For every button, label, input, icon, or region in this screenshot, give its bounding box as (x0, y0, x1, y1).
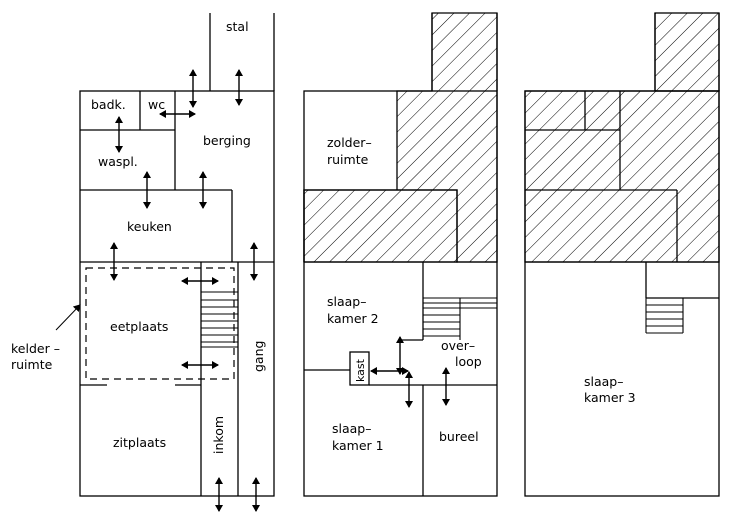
room-label-inkom: inkom (211, 416, 226, 454)
room-label-stal: stal (226, 19, 249, 34)
room-label-keuken: keuken (127, 219, 172, 234)
room-label-slaapkamer2-line2: kamer 2 (327, 311, 379, 326)
room-label-slaapkamer3-line2: kamer 3 (584, 390, 636, 405)
kelder-leader-arrow (55, 304, 81, 331)
room-label-slaapkamer1-line2: kamer 1 (332, 438, 384, 453)
room-label-zolderruimte-line1: zolder– (327, 135, 372, 150)
room-label-kelder-line1: kelder – (11, 341, 60, 356)
room-label-waspl: waspl. (98, 154, 138, 169)
room-label-bureel: bureel (439, 429, 479, 444)
room-label-gang: gang (251, 341, 266, 372)
room-label-slaapkamer2-line1: slaap– (327, 294, 367, 309)
circulation-arrows-first (370, 336, 450, 408)
room-label-overloop-line1: over– (441, 338, 475, 353)
ground-staircase (201, 291, 238, 348)
room-label-overloop-line2: loop (455, 354, 482, 369)
first-floor-plan: zolder– ruimte slaap– kamer 2 kast over–… (303, 12, 498, 497)
room-label-wc: wc (148, 97, 165, 112)
first-floor-staircase (423, 297, 497, 340)
room-label-zitplaats: zitplaats (113, 435, 166, 450)
attic-staircase (645, 298, 684, 334)
room-label-kelder-line2: ruimte (11, 357, 53, 372)
room-label-kast: kast (354, 358, 367, 382)
room-label-eetplaats: eetplaats (110, 319, 168, 334)
ground-floor-plan: stal badk. wc berging waspl. keuken eetp… (11, 13, 275, 512)
attic-floor-plan: slaap– kamer 3 (524, 12, 720, 497)
room-label-berging: berging (203, 133, 251, 148)
room-label-badk: badk. (91, 97, 126, 112)
circulation-arrows-ground (110, 69, 260, 512)
room-label-slaapkamer1-line1: slaap– (332, 421, 372, 436)
room-label-slaapkamer3-line1: slaap– (584, 374, 624, 389)
room-label-zolderruimte-line2: ruimte (327, 152, 369, 167)
